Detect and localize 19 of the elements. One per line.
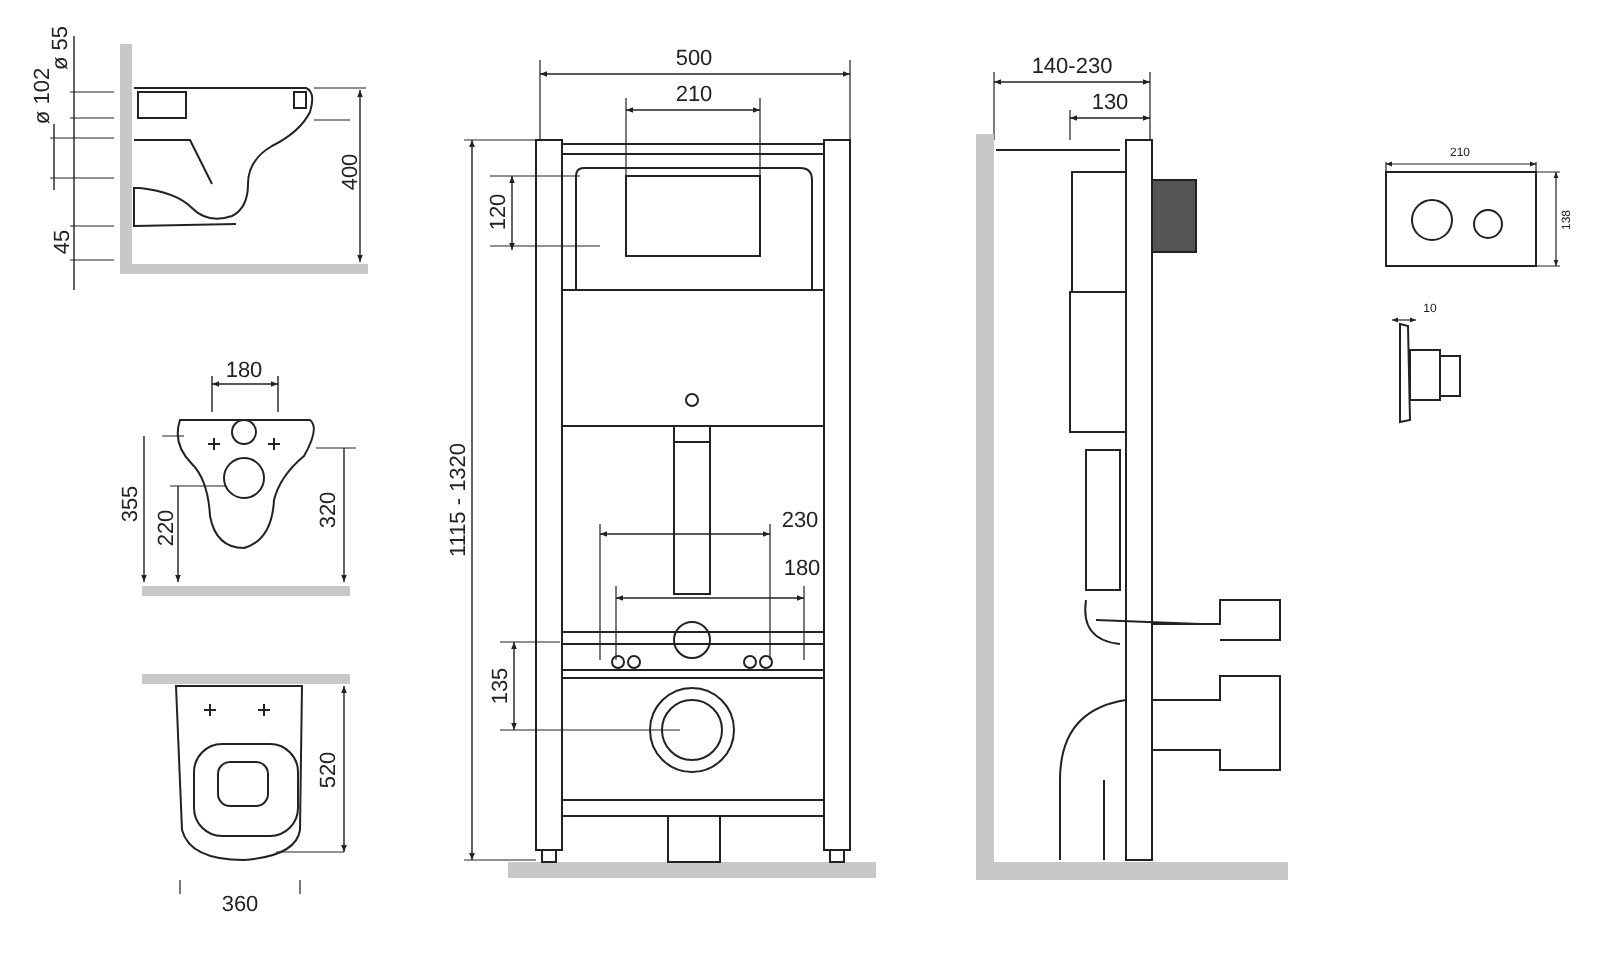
- dimension-label: 130: [1091, 93, 1129, 115]
- dimension-label: 180: [783, 559, 821, 581]
- dimension-label: 1115 - 1320: [449, 442, 471, 558]
- dimension-label: 520: [319, 751, 341, 789]
- dimension-label: 135: [491, 667, 513, 705]
- dimension-label: 220: [157, 509, 179, 547]
- dimension-label: 45: [53, 229, 75, 255]
- dimension-label: 230: [781, 511, 819, 533]
- dimension-label: 140-230: [1031, 57, 1113, 79]
- dimension-label: 500: [675, 49, 713, 71]
- dimension-label: 400: [341, 153, 363, 191]
- dimension-label: ø 55: [51, 26, 73, 70]
- dimension-label: 360: [221, 895, 259, 917]
- dimension-label: 210: [675, 85, 713, 107]
- dimension-label: 355: [121, 485, 143, 523]
- dimension-label: 120: [489, 193, 511, 231]
- dimension-label: ø 102: [33, 67, 55, 125]
- dimension-label: 320: [319, 491, 341, 529]
- dimension-label: 180: [225, 361, 263, 383]
